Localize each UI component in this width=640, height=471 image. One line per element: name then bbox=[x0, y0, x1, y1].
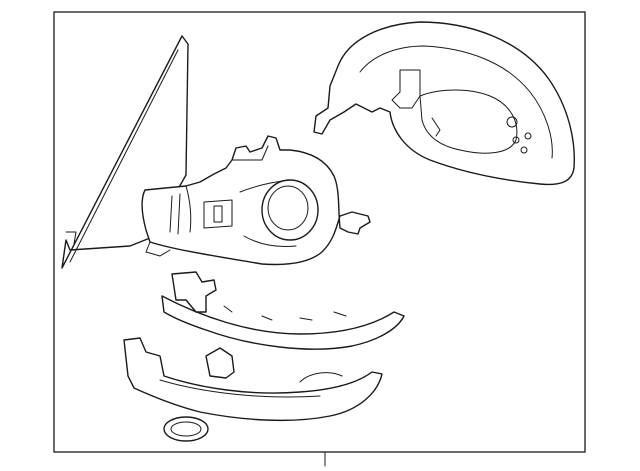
lower-trim-strip[interactable] bbox=[123, 337, 383, 422]
upper-trim-strip[interactable] bbox=[161, 271, 405, 350]
seal-ring[interactable] bbox=[163, 416, 209, 442]
mirror-cover-cap[interactable] bbox=[313, 21, 575, 186]
mirror-housing-assembly[interactable] bbox=[141, 135, 371, 266]
